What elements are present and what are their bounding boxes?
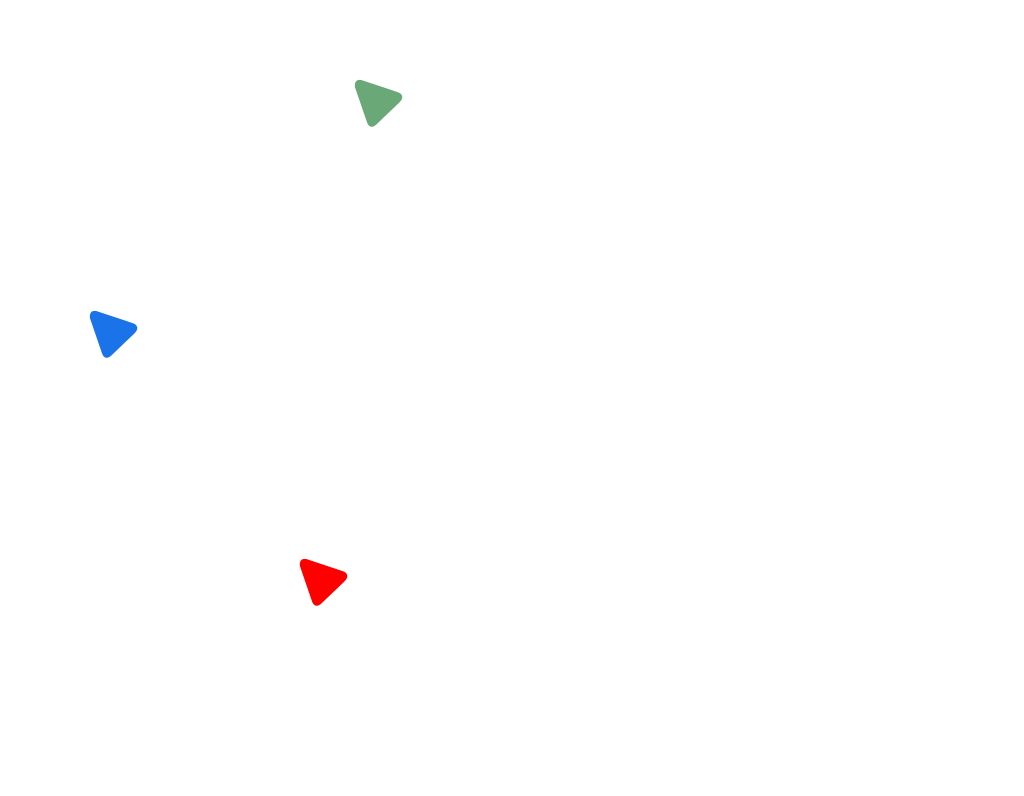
blue-triangle-shape	[89, 310, 138, 358]
red-triangle-shape	[299, 558, 348, 606]
rounded-triangle-pointer-icon	[89, 310, 138, 358]
rounded-triangle-pointer-icon	[299, 558, 348, 606]
red-triangle-marker[interactable]	[299, 557, 348, 606]
blue-triangle-marker[interactable]	[89, 309, 138, 358]
rounded-triangle-pointer-icon	[354, 79, 403, 127]
green-triangle-shape	[354, 79, 403, 127]
green-triangle-marker[interactable]	[354, 78, 403, 127]
